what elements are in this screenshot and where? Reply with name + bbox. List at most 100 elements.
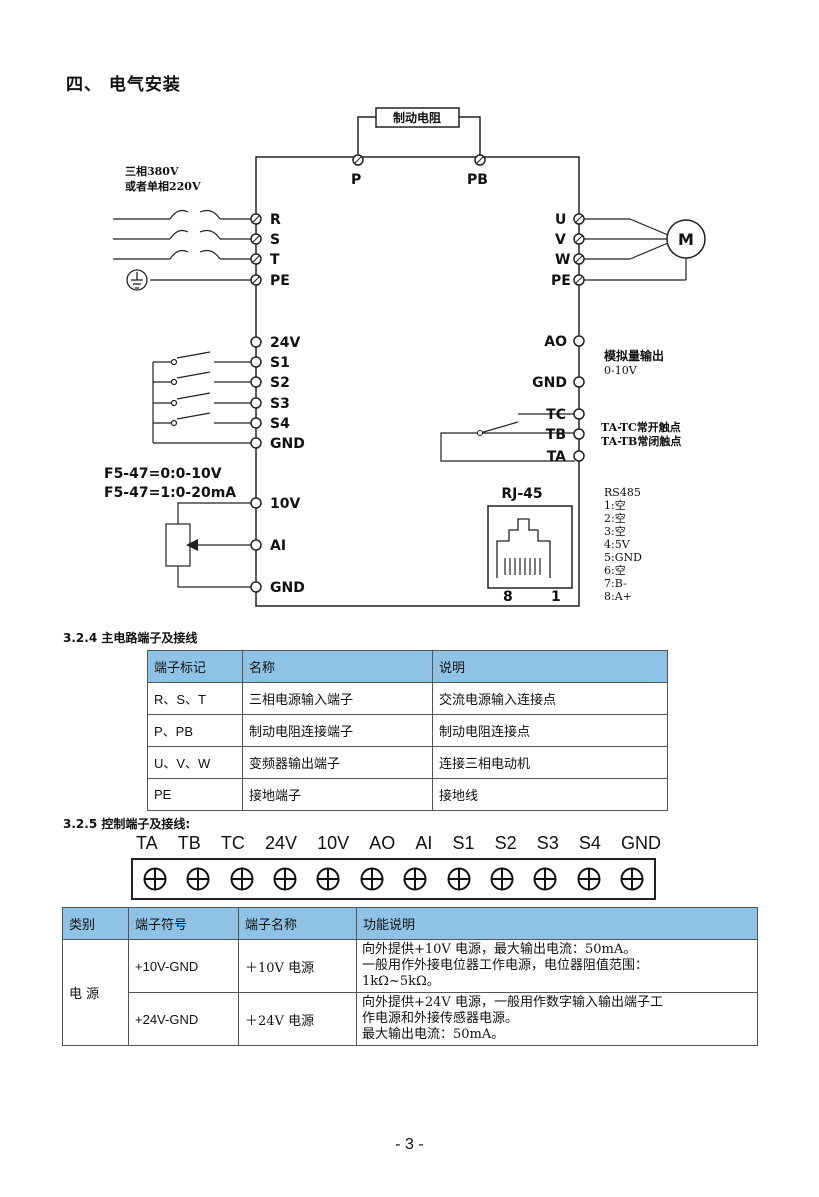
wiring-diagram: 制动电阻 P PB 三相380V 或者单相220V R S T PE U V W <box>104 107 706 607</box>
description-line: 1kΩ~5kΩ。 <box>362 974 440 989</box>
table-cell: PE <box>147 778 243 811</box>
table-header-row: 端子标记 名称 说明 <box>147 650 668 683</box>
rs485-line: 6:空 <box>604 563 626 577</box>
terminal-label: S4 <box>578 833 601 853</box>
rj45-pin-1: 1 <box>551 589 561 605</box>
table-cell: 交流电源输入连接点 <box>432 682 668 715</box>
table-cell: +10V-GND <box>128 939 239 993</box>
table-cell: P、PB <box>147 714 243 747</box>
description-cell: 向外提供+10V 电源，最大输出电流：50mA。 一般用作外接电位器工作电源，电… <box>356 939 758 993</box>
table-cell: 接地端子 <box>242 778 433 811</box>
label-V: V <box>555 232 566 248</box>
table-cell: 三相电源输入端子 <box>242 682 433 715</box>
label-TA: TA <box>547 449 566 465</box>
ao-note2: 0-10V <box>604 364 638 377</box>
rj45-label: RJ-45 <box>501 486 542 502</box>
label-PB: PB <box>467 172 488 188</box>
input-terminals <box>250 213 262 286</box>
table-cell: R、S、T <box>147 682 243 715</box>
terminal-label: 24V <box>264 833 297 853</box>
potentiometer-arrow <box>186 539 198 551</box>
screw-terminal-icon <box>620 867 644 891</box>
description-line: 一般用作外接电位器工作电源，电位器阻值范围： <box>362 958 649 973</box>
table-cell: +24V-GND <box>128 992 239 1046</box>
rs485-line: 5:GND <box>604 551 642 564</box>
ai-terminals <box>250 497 262 593</box>
relay-note1: TA-TC常开触点 <box>601 420 681 434</box>
header-cell: 端子符号 <box>128 907 239 940</box>
label-PE-in: PE <box>270 273 290 289</box>
screw-terminal-icon <box>577 867 601 891</box>
rs485-line: RS485 <box>604 486 641 499</box>
table-cell: 接地线 <box>432 778 668 811</box>
supply-line2: 或者单相220V <box>125 179 201 193</box>
terminal-label: S2 <box>494 833 517 853</box>
output-terminals <box>573 213 585 286</box>
table-row: P、PB 制动电阻连接端子 制动电阻连接点 <box>147 714 668 747</box>
label-GND-ai: GND <box>270 580 305 596</box>
header-cell: 名称 <box>242 650 433 683</box>
ao-note1: 模拟量输出 <box>604 348 664 363</box>
section-control-title: 3.2.5 控制端子及接线: <box>63 817 191 831</box>
description-line: 最大输出电流：50mA。 <box>362 1027 505 1042</box>
description-cell: 向外提供+24V 电源，一般用作数字输入输出端子工 作电源和外接传感器电源。 最… <box>356 992 758 1046</box>
terminal-label: AO <box>369 833 396 853</box>
description-line: 向外提供+10V 电源，最大输出电流：50mA。 <box>362 942 637 957</box>
terminal-label: S1 <box>452 833 475 853</box>
rs485-line: 3:空 <box>604 524 626 538</box>
label-TB: TB <box>546 427 566 443</box>
label-TC: TC <box>546 407 566 423</box>
header-cell: 端子名称 <box>238 907 357 940</box>
table-cell: ＋10V 电源 <box>238 939 357 993</box>
terminal-PB <box>474 154 486 166</box>
table-row: R、S、T 三相电源输入端子 交流电源输入连接点 <box>147 682 668 715</box>
screw-terminal-icon <box>447 867 471 891</box>
rs485-line: 4:5V <box>604 538 631 551</box>
terminal-label: TC <box>220 833 245 853</box>
label-S3: S3 <box>270 396 290 412</box>
supply-line1: 三相380V <box>125 164 179 178</box>
ai-note2: F5-47=1:0-20mA <box>104 485 236 501</box>
control-terminal-table: 类别 端子符号 端子名称 功能说明 电 源 +10V-GND ＋10V 电源 向… <box>62 907 758 1046</box>
header-cell: 端子标记 <box>147 650 243 683</box>
screw-terminal-icon <box>143 867 167 891</box>
table-cell: 变频器输出端子 <box>242 746 433 779</box>
terminal-P <box>352 154 364 166</box>
label-S1: S1 <box>270 355 290 371</box>
label-GND-di: GND <box>270 436 305 452</box>
screw-terminal-icon <box>360 867 384 891</box>
terminal-label: GND <box>620 833 661 853</box>
label-24V: 24V <box>270 335 300 351</box>
label-S4: S4 <box>270 416 290 432</box>
section-main-title: 3.2.4 主电路端子及接线 <box>63 631 198 645</box>
relay-note2: TA-TB常闭触点 <box>601 434 681 448</box>
table-header-row: 类别 端子符号 端子名称 功能说明 <box>62 907 758 940</box>
header-cell: 说明 <box>432 650 668 683</box>
terminal-label: TA <box>136 833 158 853</box>
rs485-line: 7:B- <box>604 577 627 590</box>
label-10V: 10V <box>270 496 300 512</box>
label-S2: S2 <box>270 375 290 391</box>
terminal-strip <box>131 858 656 900</box>
brake-resistor-label: 制动电阻 <box>393 110 441 125</box>
page-heading: 四、 电气安装 <box>66 75 181 95</box>
label-P: P <box>351 172 361 188</box>
table-cell: 制动电阻连接端子 <box>242 714 433 747</box>
screw-terminal-icon <box>186 867 210 891</box>
terminal-label: TB <box>177 833 201 853</box>
ground-icon <box>126 269 148 291</box>
label-AI: AI <box>270 538 286 554</box>
label-AO: AO <box>544 334 567 350</box>
terminal-label: 10V <box>317 833 350 853</box>
ai-note1: F5-47=0:0-10V <box>104 466 222 482</box>
screw-terminal-icon <box>490 867 514 891</box>
screw-terminal-icon <box>403 867 427 891</box>
table-cell: U、V、W <box>147 746 243 779</box>
description-line: 向外提供+24V 电源，一般用作数字输入输出端子工 <box>362 995 663 1010</box>
screw-terminal-icon <box>533 867 557 891</box>
label-T: T <box>270 252 280 268</box>
terminal-strip-labels: TA TB TC 24V 10V AO AI S1 S2 S3 S4 GND <box>136 833 661 854</box>
di-terminals <box>250 336 262 449</box>
screw-terminal-icon <box>316 867 340 891</box>
table-cell: 制动电阻连接点 <box>432 714 668 747</box>
